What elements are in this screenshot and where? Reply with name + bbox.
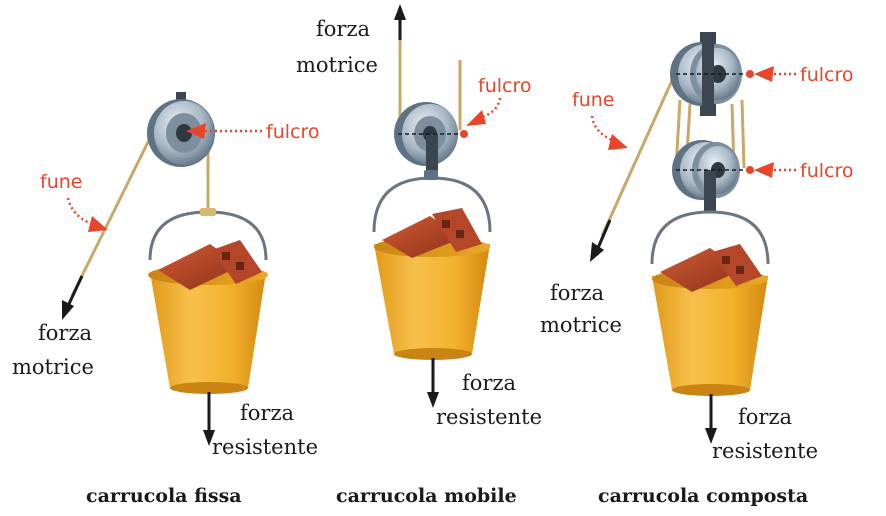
label-force-driving-1: forza [38, 321, 92, 345]
label-fulcro: fulcro [478, 75, 531, 97]
fune-pointer [66, 197, 93, 226]
label-force-driving-2: motrice [12, 355, 94, 379]
bucket-icon [650, 210, 770, 396]
label-force-resist-2: resistente [712, 439, 818, 463]
label-fune: fune [40, 171, 82, 193]
fulcrum-dot-icon [746, 70, 754, 78]
fune-pointer [590, 115, 613, 142]
caption-compound: carrucola composta [598, 485, 808, 507]
fulcrum-pointer [754, 66, 796, 82]
panel-mobile-pulley: fulcro forza motrice forza resistente ca… [296, 4, 542, 507]
label-force-resist-2: resistente [436, 405, 542, 429]
label-fune: fune [572, 89, 614, 111]
fulcrum-pointer [754, 162, 796, 178]
panel-fixed-pulley: fulcro fune forza motrice forza resisten… [12, 92, 319, 507]
label-fulcro: fulcro [266, 121, 319, 143]
bucket-icon [372, 170, 492, 360]
label-force-driving-2: motrice [296, 53, 378, 77]
rope-driving [70, 133, 154, 297]
rope-driving [600, 75, 676, 237]
label-fulcro-bottom: fulcro [800, 160, 853, 182]
arrow-icon [705, 394, 717, 444]
arrow-icon [203, 392, 215, 446]
label-force-resist-2: resistente [212, 435, 318, 459]
brick-icon [660, 244, 762, 292]
caption-fixed: carrucola fissa [86, 485, 242, 507]
arrow-icon [394, 4, 406, 40]
label-force-driving-1: forza [550, 281, 604, 305]
caption-mobile: carrucola mobile [336, 485, 517, 507]
fulcrum-dot-icon [746, 166, 754, 174]
pulley-icon [394, 102, 466, 174]
bucket-icon [148, 208, 268, 394]
fune-arrowhead [88, 216, 108, 232]
pulley-icon [672, 140, 752, 212]
arrow-icon [427, 358, 439, 408]
label-force-resist-1: forza [738, 405, 792, 429]
fulcrum-pointer [186, 123, 262, 139]
label-force-driving-1: forza [316, 17, 370, 41]
label-force-resist-1: forza [240, 401, 294, 425]
fune-arrowhead [608, 134, 628, 150]
brick-icon [158, 240, 262, 290]
arrow-icon [62, 275, 84, 320]
rope-segment [740, 99, 746, 169]
pulley-icon [147, 99, 215, 167]
label-fulcro-top: fulcro [800, 64, 853, 86]
label-force-driving-2: motrice [540, 313, 622, 337]
brick-icon [382, 208, 482, 258]
arrow-icon [590, 219, 612, 262]
panel-compound-pulley: fulcro fulcro fune forza motrice forza r… [540, 32, 853, 507]
fulcrum-dot-icon [460, 130, 468, 138]
fulcrum-arrowhead [466, 110, 486, 126]
label-force-resist-1: forza [462, 371, 516, 395]
pulley-icon [670, 36, 752, 116]
